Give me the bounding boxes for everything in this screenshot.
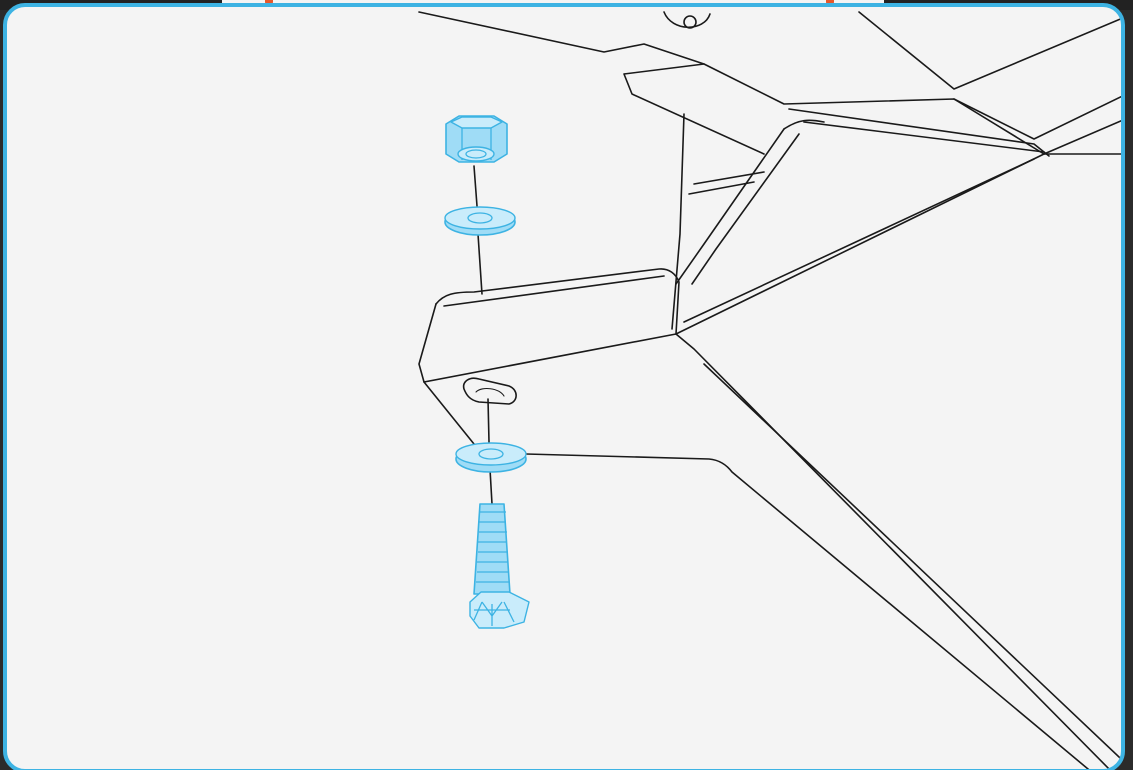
bracket-line-art — [418, 11, 1121, 769]
assembly-axis-lines — [473, 165, 493, 505]
instruction-panel — [3, 3, 1125, 770]
assembly-drawing — [418, 11, 1121, 769]
lower-washer-icon — [455, 442, 527, 473]
lock-nut-icon — [445, 115, 508, 163]
upper-washer-icon — [444, 206, 516, 236]
hex-bolt-icon — [469, 503, 530, 629]
